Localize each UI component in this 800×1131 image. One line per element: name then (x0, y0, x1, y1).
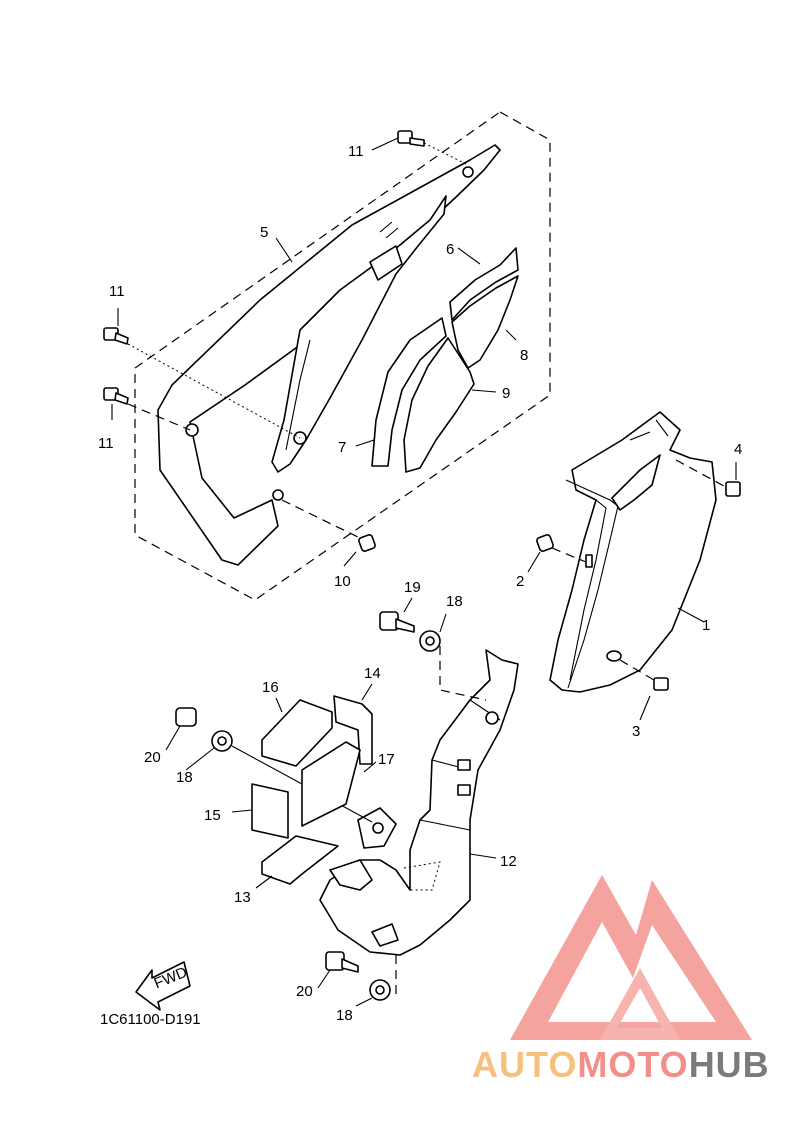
callout-17: 17 (378, 751, 395, 768)
callout-11-lower: 11 (98, 435, 114, 452)
damper-14 (261, 835, 339, 885)
collar-10 (281, 499, 376, 552)
pad-8 (451, 275, 519, 369)
watermark-moto: MOTO (577, 1044, 689, 1085)
callout-10: 10 (334, 573, 351, 590)
washer-18-lower (369, 979, 391, 1001)
callout-9: 9 (502, 385, 510, 402)
callout-4: 4 (734, 441, 742, 458)
bracket-13 (319, 649, 519, 1000)
pad-7 (371, 317, 447, 467)
callout-19-upper: 19 (404, 579, 421, 596)
callout-6: 6 (446, 241, 454, 258)
side-cover-left (157, 144, 501, 566)
washer-18-left (211, 730, 373, 823)
callout-2: 2 (516, 573, 524, 590)
nut-20 (175, 707, 197, 727)
callout-5: 5 (260, 224, 268, 241)
callout-18-left: 18 (176, 769, 193, 786)
leader-lines (111, 137, 737, 1007)
pad-6 (449, 247, 519, 321)
callout-18-upper: 18 (446, 593, 463, 610)
bolt-11-lower (103, 387, 191, 431)
assembly-boundary (134, 111, 551, 601)
callout-15-lower: 15 (204, 807, 221, 824)
watermark-hub: HUB (688, 1044, 770, 1085)
damper-15-upper (333, 695, 373, 765)
bolt-12 (397, 130, 469, 166)
bolt-3 (619, 659, 669, 691)
callout-14: 13 (234, 889, 251, 906)
collar-2 (536, 534, 587, 563)
bolt-11-upper (103, 327, 301, 439)
drawing-code: 1C61100-D191 (100, 1011, 201, 1028)
callout-12: 11 (348, 143, 364, 160)
callout-3: 3 (632, 723, 640, 740)
damper-16 (261, 699, 333, 767)
callout-15-upper: 14 (364, 665, 381, 682)
watermark-brand: AUTOMOTOHUB (472, 1044, 770, 1086)
callout-16: 16 (262, 679, 279, 696)
watermark-auto: AUTO (472, 1044, 578, 1085)
callout-labels: 11 5 11 11 6 8 7 9 10 2 1 3 4 19 18 14 1… (98, 143, 742, 1028)
bolt-19-lower (325, 951, 359, 973)
bolt-19-upper (379, 611, 415, 633)
callout-8: 8 (520, 347, 528, 364)
bolt-4 (675, 459, 741, 497)
callout-19-lower: 20 (296, 983, 313, 1000)
callout-11-upper: 11 (109, 283, 125, 300)
watermark-logo (510, 875, 752, 1040)
washer-18-upper (419, 630, 487, 701)
side-cover-right (549, 411, 717, 693)
callout-20: 20 (144, 749, 161, 766)
fwd-arrow: FWD (135, 961, 191, 1011)
callout-1: 1 (702, 617, 710, 634)
damper-15-lower (251, 783, 289, 839)
callout-13: 12 (500, 853, 517, 870)
damper-17 (301, 741, 361, 827)
callout-18-lower: 18 (336, 1007, 353, 1024)
callout-7: 7 (338, 439, 346, 456)
pad-9 (403, 337, 475, 473)
